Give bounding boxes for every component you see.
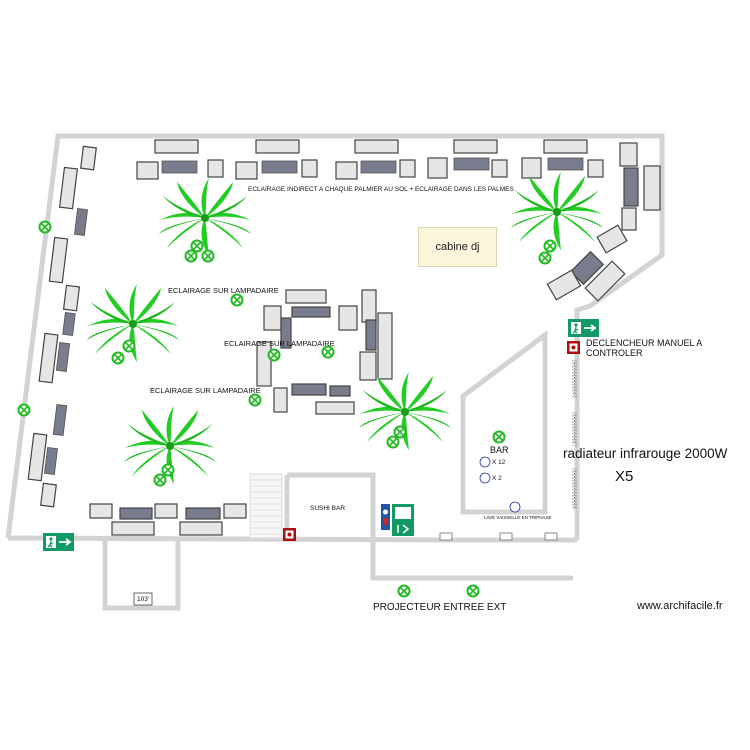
wc-box bbox=[133, 592, 153, 606]
accessibility-sign-icon bbox=[381, 504, 390, 530]
light-point-icon bbox=[543, 239, 557, 253]
bar-count-x12: X 12 bbox=[492, 459, 506, 466]
lamp-lighting-label-2: ECLAIRAGE SUR LAMPADAIRE bbox=[224, 339, 335, 348]
bar-symbols bbox=[479, 456, 521, 513]
fire-alarm-icon bbox=[567, 341, 580, 354]
heater-label: radiateur infrarouge 2000W bbox=[563, 446, 728, 461]
light-point-icon bbox=[17, 403, 31, 417]
dj-booth: cabine dj bbox=[418, 227, 497, 267]
walls bbox=[5, 133, 665, 611]
bottom-row-seating bbox=[89, 503, 247, 536]
lamp-lighting-label-3: ECLAIRAGE SUR LAMPADAIRE bbox=[150, 386, 261, 395]
emergency-exit-icon bbox=[567, 318, 600, 338]
exterior-projector-label: PROJECTEUR ENTREE EXT bbox=[373, 602, 507, 613]
wc-label: 103' bbox=[137, 596, 150, 603]
palm-tree-icon bbox=[359, 372, 451, 450]
light-point-icon bbox=[248, 393, 262, 407]
top-wall-sofas bbox=[136, 139, 604, 180]
light-point-icon bbox=[267, 348, 281, 362]
top-wall-tables bbox=[161, 157, 584, 174]
light-point-icon bbox=[201, 249, 215, 263]
watermark-link[interactable]: www.archifacile.fr bbox=[637, 600, 723, 612]
corner-seating bbox=[546, 142, 661, 302]
light-point-icon bbox=[161, 463, 175, 477]
left-wall-tables bbox=[44, 208, 88, 475]
lamp-lighting-label-1: ECLAIRAGE SUR LAMPADAIRE bbox=[168, 286, 279, 295]
manual-trigger-label-line2: CONTROLER bbox=[586, 348, 643, 358]
light-point-icon bbox=[230, 293, 244, 307]
heater-quantity: X5 bbox=[615, 468, 634, 485]
bar-count-x2: X 2 bbox=[492, 475, 502, 482]
light-point-icon bbox=[538, 251, 552, 265]
bar-label: BAR bbox=[490, 445, 509, 455]
light-point-icon bbox=[190, 239, 204, 253]
light-point-icon bbox=[111, 351, 125, 365]
dishwasher-label: LAVE VAISSELLE EN TRIPHASE bbox=[484, 515, 552, 520]
palm-tree-icon bbox=[511, 172, 603, 250]
light-point-icon bbox=[153, 473, 167, 487]
exit-signs bbox=[42, 318, 600, 552]
light-point-icon bbox=[492, 430, 506, 444]
center-island bbox=[256, 289, 393, 415]
light-point-icon bbox=[393, 425, 407, 439]
sushi-bar-label: SUSHI BAR bbox=[310, 505, 346, 512]
palm-tree-icon bbox=[159, 178, 251, 256]
light-point-icon bbox=[122, 339, 136, 353]
light-point-icon bbox=[397, 584, 411, 598]
indirect-lighting-note: ECLAIRAGE INDIRECT A CHAQUE PALMIER AU S… bbox=[248, 186, 514, 193]
emergency-exit-icon bbox=[392, 504, 414, 536]
light-point-icon bbox=[386, 435, 400, 449]
stairs bbox=[249, 473, 283, 539]
light-point-icon bbox=[184, 249, 198, 263]
light-point-icon bbox=[38, 220, 52, 234]
fire-alarm-icon bbox=[283, 528, 296, 541]
left-wall-seating bbox=[27, 145, 97, 508]
manual-trigger-label-line1: DECLENCHEUR MANUEL A bbox=[586, 338, 703, 348]
emergency-exit-icon bbox=[42, 532, 75, 552]
light-point-icon bbox=[466, 584, 480, 598]
windows bbox=[439, 360, 577, 541]
